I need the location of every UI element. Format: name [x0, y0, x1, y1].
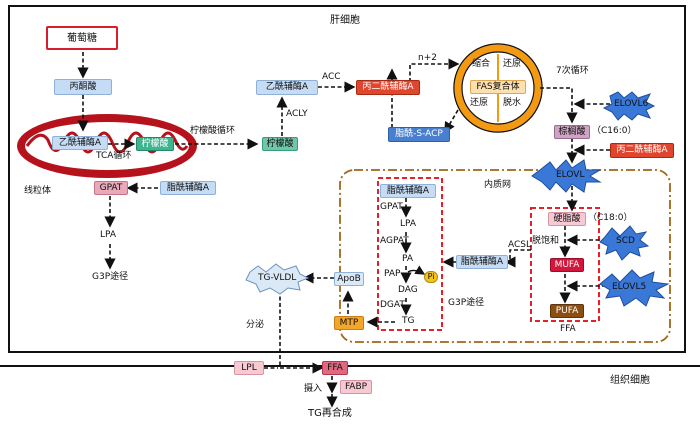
tg-resynthesis-label: TG再合成 — [308, 408, 352, 419]
c16-label: （C16:0） — [592, 126, 637, 136]
er-label: 内质网 — [484, 180, 512, 190]
fabp-box: FABP — [340, 380, 372, 394]
glucose-box: 葡萄糖 — [46, 26, 118, 50]
scd-star — [599, 225, 650, 261]
uptake-label: 摄入 — [304, 384, 323, 394]
scd-label: SCD — [616, 236, 635, 246]
liver-cell-border — [8, 5, 686, 353]
gpat-left-box: GPAT — [94, 181, 128, 195]
g3p-path-label: G3P途径 — [448, 298, 485, 308]
desaturation-label: 脱饱和 — [532, 236, 560, 246]
pa-label: PA — [402, 254, 414, 264]
ffa-bottom-box: FFA — [322, 361, 348, 375]
dag-label: DAG — [398, 285, 418, 295]
pufa-box: PUFA — [550, 304, 584, 318]
acetyl-coa-mito-box: 乙酰辅酶A — [52, 136, 108, 150]
dehydrate-label: 脱水 — [503, 98, 522, 108]
g3p-dashed-box — [377, 177, 443, 331]
lpa-left-label: LPA — [100, 230, 117, 240]
palmitate-box: 棕榈酸 — [554, 125, 590, 139]
pi-circle: Pi — [424, 271, 438, 283]
agpat-label: AGPAT — [380, 236, 409, 246]
citrate-cycle-label: 柠檬酸循环 — [190, 126, 236, 136]
malonyl-coa-top-box: 丙二酰辅酶A — [356, 80, 420, 95]
stearate-box: 硬脂酸 — [548, 212, 586, 226]
acly-label: ACLY — [286, 109, 308, 119]
fas-complex-box: FAS复合体 — [470, 80, 526, 94]
tissue-cell-label: 组织细胞 — [610, 375, 650, 386]
mufa-box: MUFA — [550, 258, 584, 272]
n-plus-2-label: n+2 — [418, 53, 437, 63]
er-border — [339, 169, 671, 343]
apob-box: ApoB — [334, 272, 364, 286]
malonyl-coa-right-box: 丙二酰辅酶A — [610, 143, 674, 158]
acyl-coa-g3p-box: 脂酰辅酶A — [380, 184, 436, 198]
tg-vldl-star — [245, 263, 310, 295]
acsl-label: ACSL — [508, 240, 532, 250]
ffa-er-label: FFA — [560, 324, 576, 334]
lpa-label: LPA — [400, 219, 417, 229]
elovl5-star — [599, 269, 670, 307]
tg-label: TG — [402, 316, 415, 326]
mtp-box: MTP — [334, 316, 364, 330]
reduce2-label: 还原 — [470, 98, 489, 108]
lpl-box: LPL — [234, 361, 264, 375]
seven-cycles-label: 7次循环 — [556, 66, 589, 76]
condense-label: 缩合 — [472, 59, 491, 69]
c18-label: （C18:0） — [588, 213, 633, 223]
reduce1-label: 还原 — [503, 59, 522, 69]
citrate-mito-box: 柠檬酸 — [136, 137, 174, 151]
elovl-label: ELOVL — [556, 170, 585, 180]
acyl-coa-er-box: 脂酰辅酶A — [456, 255, 508, 269]
elovl6-star — [602, 91, 656, 121]
ffa-dashed-box — [530, 207, 600, 322]
liver-cell-label: 肝细胞 — [330, 15, 360, 26]
secretion-label: 分泌 — [246, 320, 265, 330]
elovl5-label: ELOVL5 — [612, 282, 647, 292]
acc-label: ACC — [322, 72, 341, 82]
acyl-acp-box: 脂酰-S-ACP — [388, 127, 450, 142]
acyl-coa-left-box: 脂酰辅酶A — [160, 181, 216, 195]
tg-vldl-label: TG-VLDL — [258, 273, 297, 283]
citrate-out-box: 柠檬酸 — [262, 137, 298, 151]
tca-cycle-label: TCA循环 — [96, 151, 132, 161]
acetyl-coa-box: 乙酰辅酶A — [256, 80, 318, 95]
gpat-label: GPAT — [380, 202, 403, 212]
dgat-label: DGAT — [380, 300, 405, 310]
elovl6-label: ELOVL6 — [614, 99, 649, 109]
pap-label: PAP — [384, 269, 401, 279]
g3p-left-label: G3P途径 — [92, 272, 129, 282]
elovl-star — [531, 159, 602, 193]
pyruvate-box: 丙酮酸 — [54, 79, 112, 95]
mitochondrion-label: 线粒体 — [24, 186, 52, 196]
